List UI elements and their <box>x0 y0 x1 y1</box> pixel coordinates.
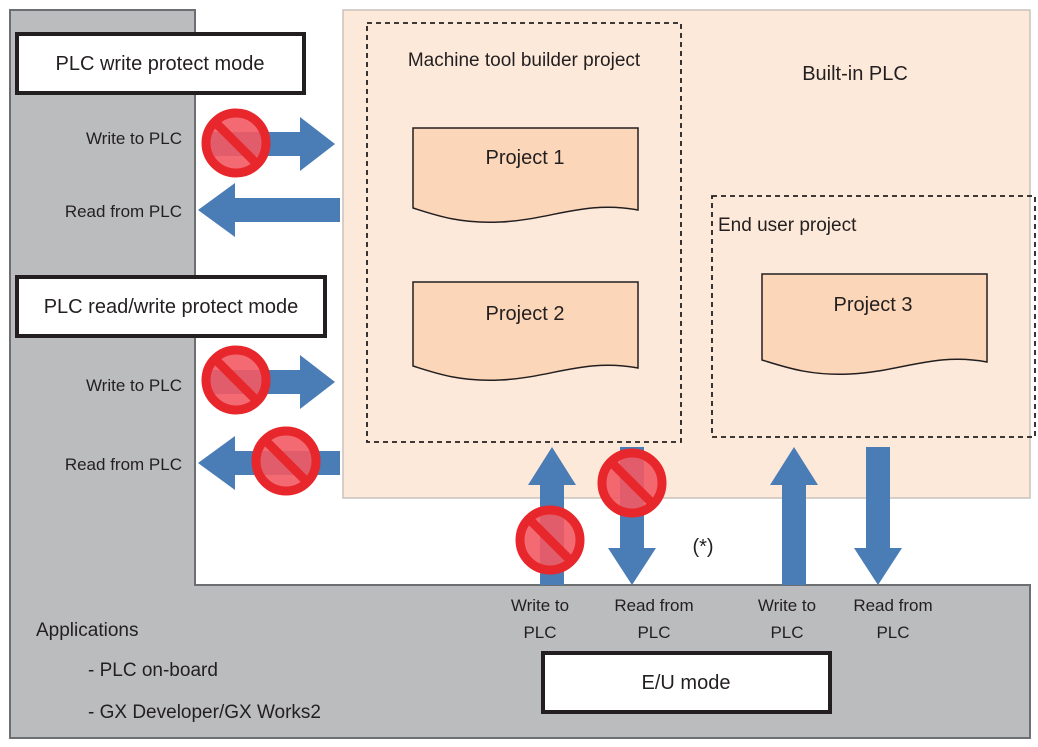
mtb-read-label: Read from <box>614 596 693 615</box>
read-write-protect-mode-label: PLC read/write protect mode <box>44 296 299 318</box>
project-1-label: Project 1 <box>486 147 565 169</box>
applications-title: Applications <box>36 620 138 641</box>
mtb-project-title: Machine tool builder project <box>408 50 641 71</box>
project-2-document <box>412 281 639 382</box>
eu-write-arrow <box>770 447 818 585</box>
plc-area <box>342 9 1031 499</box>
write-to-plc-label: Write to PLC <box>86 376 182 395</box>
write-protect-mode-box <box>15 32 306 95</box>
applications-item: - GX Developer/GX Works2 <box>88 702 321 723</box>
prohibit-icon <box>206 350 266 410</box>
eu-read-label: PLC <box>876 623 909 642</box>
prohibit-icon <box>520 510 580 570</box>
eu-mode-box <box>541 651 832 714</box>
write-protect-mode-label: PLC write protect mode <box>56 53 265 75</box>
applications-item: - PLC on-board <box>88 660 218 681</box>
prohibit-icon <box>256 431 316 491</box>
mtb-read-label: PLC <box>637 623 670 642</box>
read-arrow-1 <box>198 183 340 237</box>
eu-mode-label: E/U mode <box>642 672 731 694</box>
eu-write-label: PLC <box>770 623 803 642</box>
prohibit-icon <box>602 453 662 513</box>
end-user-project-title: End user project <box>718 215 857 236</box>
project-3-label: Project 3 <box>834 294 913 316</box>
eu-read-label: Read from <box>853 596 932 615</box>
eu-read-arrow <box>854 447 902 585</box>
project-2-label: Project 2 <box>486 303 565 325</box>
built-in-plc-title: Built-in PLC <box>802 63 908 85</box>
read-from-plc-label: Read from PLC <box>65 455 182 474</box>
project-1-document <box>412 127 639 224</box>
read-from-plc-label: Read from PLC <box>65 202 182 221</box>
eu-write-label: Write to <box>758 596 816 615</box>
end-user-project-box <box>711 195 1036 438</box>
prohibit-icon <box>206 113 266 173</box>
read-write-protect-mode-box <box>15 275 327 338</box>
project-3-document <box>761 273 988 376</box>
machine-tool-builder-project-box <box>366 22 682 443</box>
mtb-write-label: Write to <box>511 596 569 615</box>
write-to-plc-label: Write to PLC <box>86 129 182 148</box>
mtb-write-label: PLC <box>523 623 556 642</box>
footnote-marker: (*) <box>692 536 713 558</box>
